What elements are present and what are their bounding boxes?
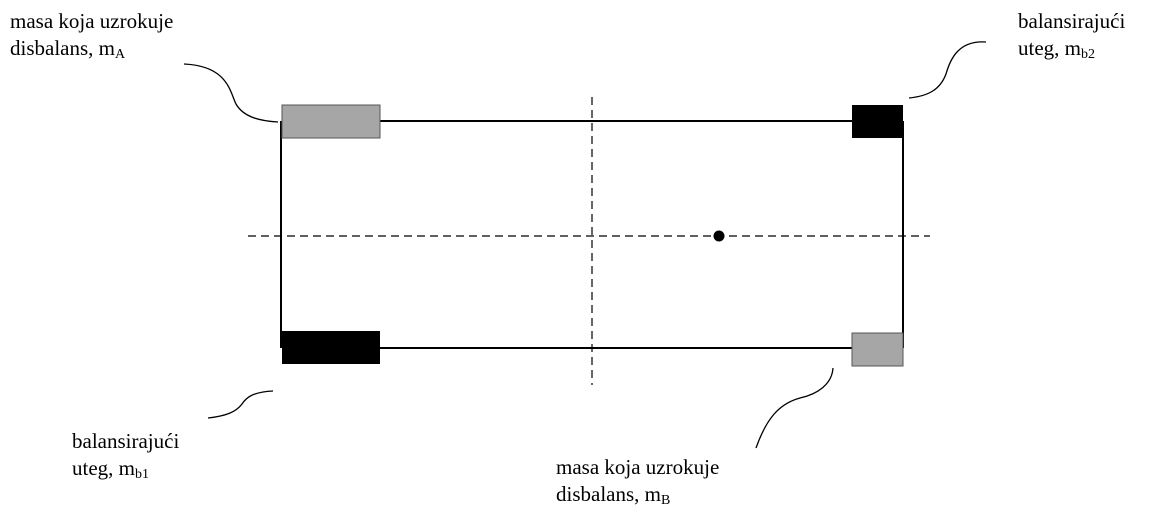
balancing-weight-b2 [852, 105, 903, 138]
label-mass-a-line1: masa koja uzrokuje [10, 9, 174, 33]
label-mass-b-text: disbalans, m [556, 482, 661, 506]
label-weight-b2-subscript: b2 [1081, 47, 1095, 62]
label-weight-b1-line2: uteg, mb1 [72, 455, 179, 482]
unbalance-mass-a [281, 104, 381, 139]
label-balancing-weight-b1: balansirajući uteg, mb1 [72, 428, 179, 482]
label-balancing-weight-b2: balansirajući uteg, mb2 [1018, 8, 1125, 62]
leader-weight-b2 [908, 41, 987, 99]
label-mass-b-subscript: B [661, 493, 671, 508]
label-weight-b2-line1: balansirajući [1018, 9, 1126, 33]
mass-center-dot [713, 230, 725, 242]
label-weight-b1-line1: balansirajući [72, 429, 180, 453]
unbalance-mass-b [851, 332, 904, 367]
balancing-weight-b1 [282, 331, 380, 364]
leader-mass-a [183, 63, 279, 123]
label-weight-b2-line2: uteg, mb2 [1018, 35, 1125, 62]
leader-mass-b [755, 367, 834, 449]
label-weight-b1-subscript: b1 [135, 467, 149, 482]
label-mass-a-subscript: A [115, 47, 126, 62]
label-weight-b2-text: uteg, m [1018, 36, 1081, 60]
leader-weight-b1 [207, 390, 274, 419]
label-mass-a-line2: disbalans, mA [10, 35, 173, 62]
label-unbalance-mass-b: masa koja uzrokuje disbalans, mB [556, 454, 719, 508]
label-mass-a-text: disbalans, m [10, 36, 115, 60]
label-unbalance-mass-a: masa koja uzrokuje disbalans, mA [10, 8, 173, 62]
label-mass-b-line2: disbalans, mB [556, 481, 719, 508]
label-mass-b-line1: masa koja uzrokuje [556, 455, 720, 479]
label-weight-b1-text: uteg, m [72, 456, 135, 480]
